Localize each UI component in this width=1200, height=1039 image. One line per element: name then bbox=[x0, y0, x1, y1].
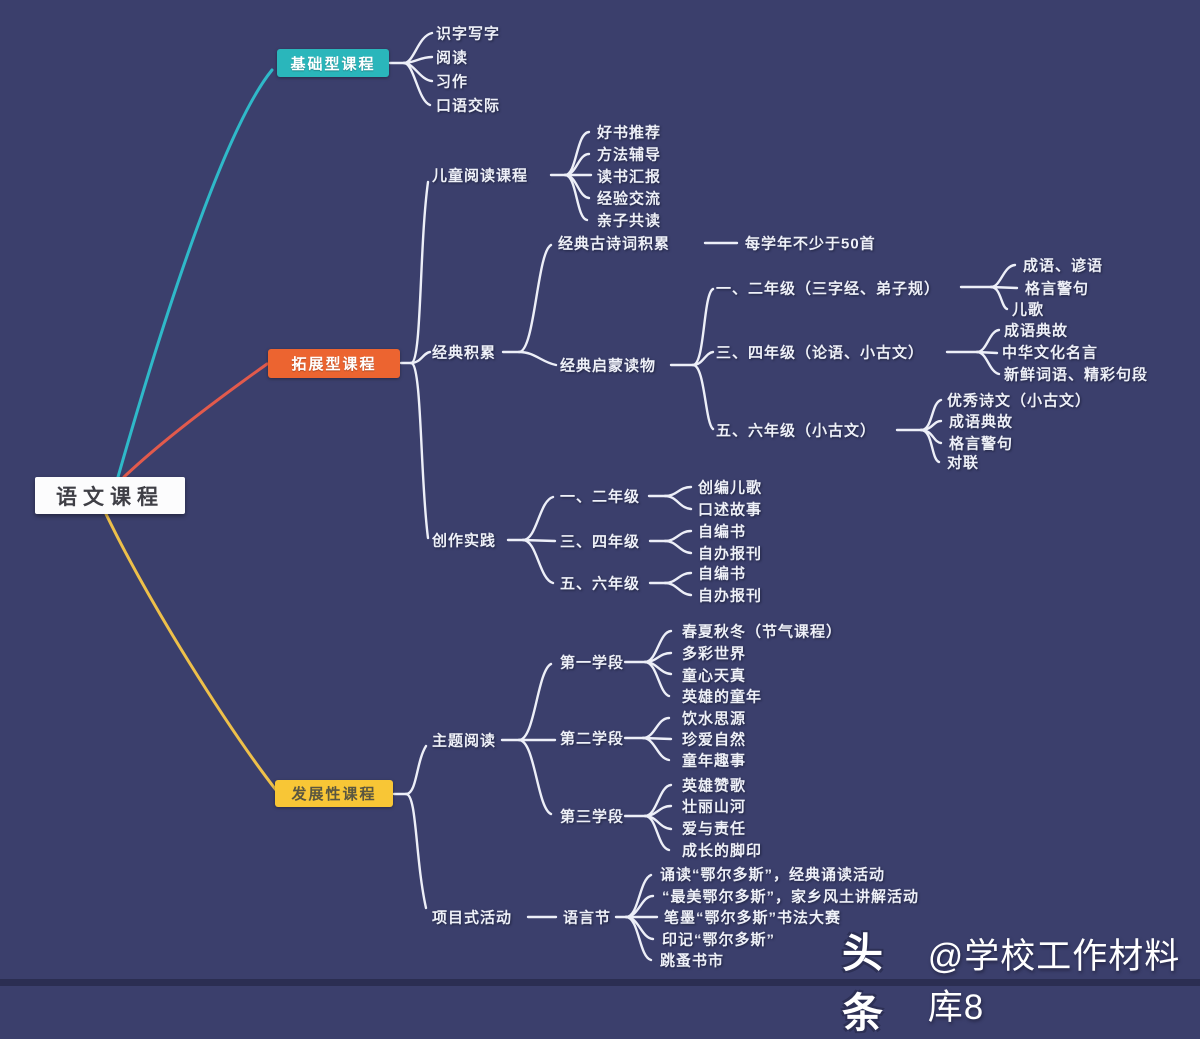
leaf-node[interactable]: 格言警句 bbox=[1025, 280, 1090, 298]
leaf-node[interactable]: 创编儿歌 bbox=[698, 479, 763, 497]
node-stage-3[interactable]: 第三学段 bbox=[560, 808, 625, 826]
leaf-node[interactable]: 好书推荐 bbox=[597, 124, 662, 142]
white-connectors bbox=[388, 31, 1019, 962]
leaf-node[interactable]: 格言警句 bbox=[949, 435, 1014, 453]
leaf-node[interactable]: 成长的脚印 bbox=[682, 842, 763, 860]
leaf-node[interactable]: 自编书 bbox=[698, 523, 747, 541]
leaf-node[interactable]: 中华文化名言 bbox=[1002, 344, 1099, 362]
root-node[interactable]: 语文课程 bbox=[35, 477, 185, 514]
branch-line-basic bbox=[116, 68, 274, 479]
leaf-node[interactable]: 爱与责任 bbox=[682, 820, 747, 838]
leaf-node[interactable]: 对联 bbox=[947, 454, 980, 472]
leaf-node[interactable]: 阅读 bbox=[436, 49, 469, 67]
leaf-node[interactable]: 成语、谚语 bbox=[1023, 257, 1104, 275]
leaf-node[interactable]: 亲子共读 bbox=[597, 212, 662, 230]
leaf-node[interactable]: 英雄的童年 bbox=[682, 688, 763, 706]
branch-line-expansion bbox=[122, 362, 269, 479]
leaf-node[interactable]: 成语典故 bbox=[1004, 322, 1069, 340]
leaf-node[interactable]: 饮水思源 bbox=[682, 710, 747, 728]
node-project-activities[interactable]: 项目式活动 bbox=[432, 909, 513, 927]
node-grade-1-2[interactable]: 一、二年级（三字经、弟子规） bbox=[716, 280, 941, 298]
leaf-node[interactable]: 成语典故 bbox=[949, 413, 1014, 431]
node-creative-practice[interactable]: 创作实践 bbox=[432, 532, 497, 550]
leaf-node[interactable]: 珍爱自然 bbox=[682, 731, 747, 749]
leaf-node[interactable]: 童心天真 bbox=[682, 667, 747, 685]
connector-lines bbox=[104, 31, 1019, 962]
leaf-node[interactable]: 口语交际 bbox=[436, 97, 501, 115]
leaf-node[interactable]: 经验交流 bbox=[597, 190, 662, 208]
node-poetry-note[interactable]: 每学年不少于50首 bbox=[745, 235, 876, 253]
leaf-node[interactable]: 自编书 bbox=[698, 565, 747, 583]
branch-node-development[interactable]: 发展性课程 bbox=[275, 780, 393, 807]
leaf-node[interactable]: 识字写字 bbox=[436, 25, 501, 43]
leaf-node[interactable]: “最美鄂尔多斯”，家乡风土讲解活动 bbox=[662, 888, 920, 906]
leaf-node[interactable]: 新鲜词语、精彩句段 bbox=[1004, 366, 1149, 384]
node-children-reading[interactable]: 儿童阅读课程 bbox=[432, 167, 529, 185]
leaf-node[interactable]: 口述故事 bbox=[698, 501, 763, 519]
bottom-edge-strip bbox=[0, 979, 1200, 986]
node-theme-reading[interactable]: 主题阅读 bbox=[432, 732, 497, 750]
node-classic-accumulation[interactable]: 经典积累 bbox=[432, 344, 497, 362]
leaf-node[interactable]: 童年趣事 bbox=[682, 752, 747, 770]
leaf-node[interactable]: 自办报刊 bbox=[698, 587, 763, 605]
node-grade-5-6[interactable]: 五、六年级（小古文） bbox=[716, 422, 877, 440]
leaf-node[interactable]: 壮丽山河 bbox=[682, 798, 747, 816]
node-grade-3-4[interactable]: 三、四年级（论语、小古文） bbox=[716, 344, 925, 362]
leaf-node[interactable]: 方法辅导 bbox=[597, 146, 662, 164]
leaf-node[interactable]: 诵读“鄂尔多斯”，经典诵读活动 bbox=[660, 866, 886, 884]
leaf-node[interactable]: 印记“鄂尔多斯” bbox=[662, 931, 776, 949]
leaf-node[interactable]: 多彩世界 bbox=[682, 645, 747, 663]
leaf-node[interactable]: 习作 bbox=[436, 73, 469, 91]
branch-node-basic[interactable]: 基础型课程 bbox=[277, 49, 389, 77]
branch-line-development bbox=[104, 512, 278, 792]
node-enlighten-readings[interactable]: 经典启蒙读物 bbox=[560, 357, 657, 375]
node-classic-poetry[interactable]: 经典古诗词积累 bbox=[558, 235, 671, 253]
branch-node-expansion[interactable]: 拓展型课程 bbox=[268, 349, 400, 378]
node-practice-grade-3-4[interactable]: 三、四年级 bbox=[560, 533, 641, 551]
node-practice-grade-5-6[interactable]: 五、六年级 bbox=[560, 575, 641, 593]
leaf-node[interactable]: 读书汇报 bbox=[597, 168, 662, 186]
leaf-node[interactable]: 英雄赞歌 bbox=[682, 777, 747, 795]
leaf-node[interactable]: 跳蚤书市 bbox=[660, 952, 725, 970]
leaf-node[interactable]: 春夏秋冬（节气课程） bbox=[682, 623, 843, 641]
node-stage-1[interactable]: 第一学段 bbox=[560, 654, 625, 672]
leaf-node[interactable]: 儿歌 bbox=[1012, 301, 1045, 319]
leaf-node[interactable]: 优秀诗文（小古文） bbox=[947, 392, 1092, 410]
node-stage-2[interactable]: 第二学段 bbox=[560, 730, 625, 748]
leaf-node[interactable]: 笔墨“鄂尔多斯”书法大赛 bbox=[664, 909, 842, 927]
node-practice-grade-1-2[interactable]: 一、二年级 bbox=[560, 488, 641, 506]
leaf-node[interactable]: 自办报刊 bbox=[698, 545, 763, 563]
node-language-festival[interactable]: 语言节 bbox=[563, 909, 612, 927]
